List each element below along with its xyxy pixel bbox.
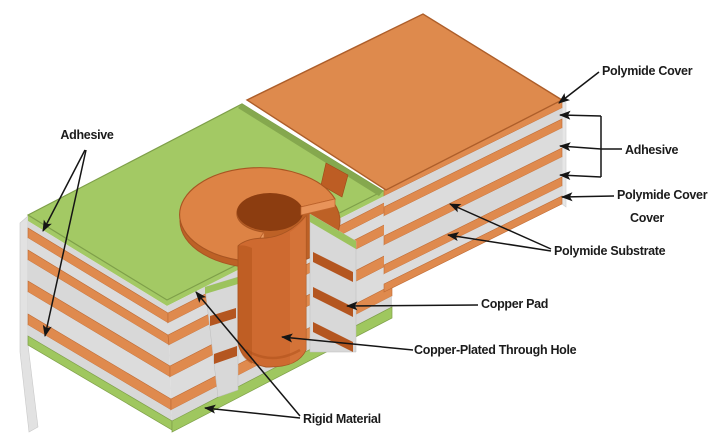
arrow-adhesive-left-2 bbox=[42, 149, 87, 337]
arrow-adhesive-3 bbox=[559, 171, 602, 181]
arrow-substrate-2 bbox=[447, 232, 552, 252]
label-adhesive-left: Adhesive bbox=[60, 128, 114, 142]
arrow-through-hole bbox=[281, 333, 414, 351]
front-left-face-layers bbox=[27, 215, 173, 431]
label-polymide-cover-bottom: Polymide Cover bbox=[617, 188, 708, 202]
label-cover-extra: Cover bbox=[630, 211, 664, 225]
board-east-end-face bbox=[561, 99, 567, 208]
callout-arrows bbox=[42, 71, 622, 419]
arrow-polymide-cover-top bbox=[558, 71, 600, 104]
arrow-rigid-material-2 bbox=[204, 404, 301, 419]
label-adhesive-right: Adhesive bbox=[625, 143, 679, 157]
copper-plated-barrel bbox=[237, 214, 307, 368]
pad-cut-face-right bbox=[300, 198, 336, 216]
through-hole-bore bbox=[237, 193, 303, 231]
arrow-adhesive-left-1 bbox=[42, 149, 86, 232]
arrow-substrate-1 bbox=[449, 203, 552, 250]
cutaway-wall-left bbox=[204, 276, 239, 398]
label-copper-plated-through-hole: Copper-Plated Through Hole bbox=[414, 343, 577, 357]
label-copper-pad: Copper Pad bbox=[481, 297, 549, 311]
cutaway-wall-right bbox=[309, 213, 357, 353]
label-polymide-substrate: Polymide Substrate bbox=[554, 244, 666, 258]
label-polymide-cover-top: Polymide Cover bbox=[602, 64, 693, 78]
copper-pad-on-surface bbox=[320, 162, 349, 198]
arrow-polymide-cover-bottom bbox=[561, 192, 615, 202]
front-right-face-flex-layers bbox=[383, 99, 563, 293]
label-rigid-material: Rigid Material bbox=[303, 412, 381, 426]
arrow-rigid-material-1 bbox=[195, 291, 301, 417]
arrow-copper-pad bbox=[346, 301, 479, 311]
arrow-adhesive-2 bbox=[559, 142, 602, 152]
arrow-adhesive-1 bbox=[559, 110, 602, 120]
